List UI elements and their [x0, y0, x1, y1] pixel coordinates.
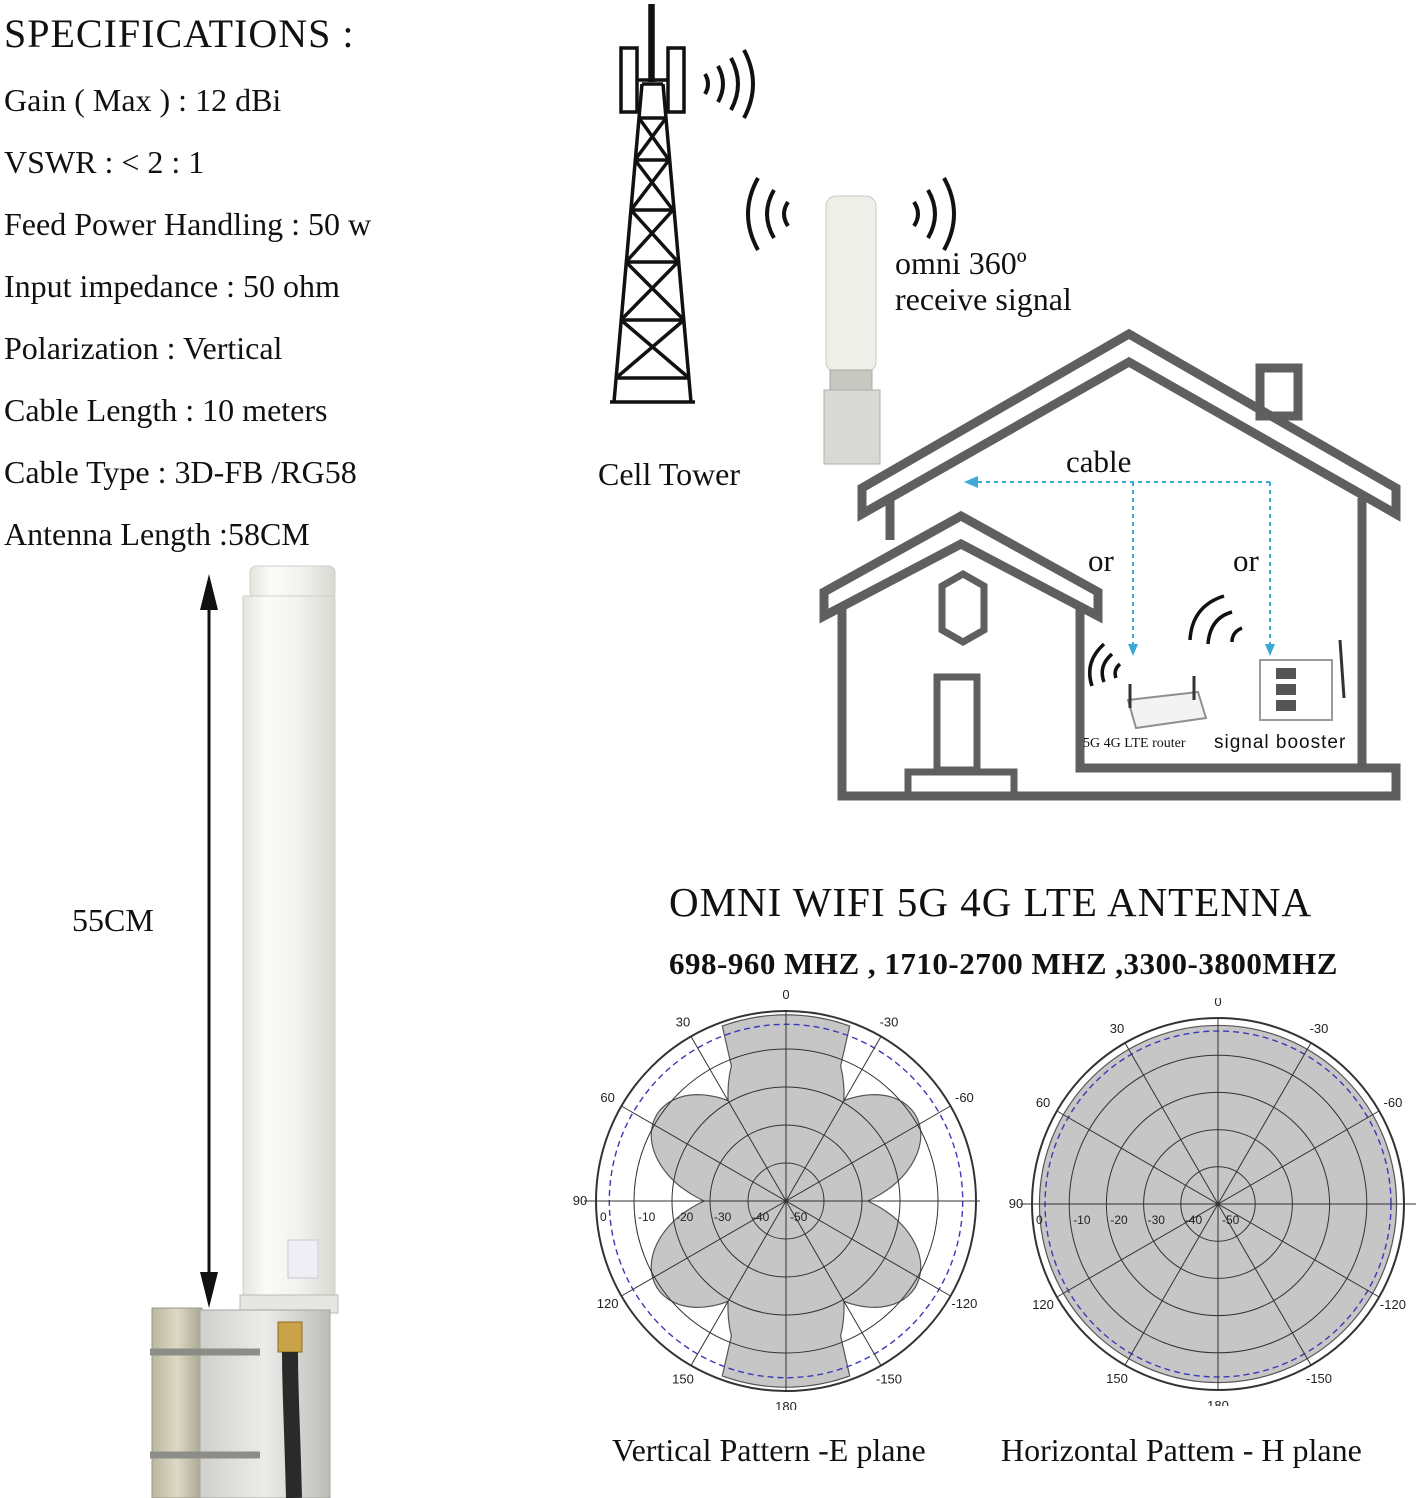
spec-cable-length: Cable Length : 10 meters: [4, 392, 328, 428]
vertical-pattern-caption: Vertical Pattern -E plane: [612, 1432, 926, 1468]
angle-label: -30: [1310, 1021, 1329, 1036]
router-icon: [1126, 676, 1208, 730]
angle-label: 150: [672, 1371, 694, 1386]
angle-label: 90: [1009, 1196, 1023, 1211]
omni-label-line1: omni 360º: [895, 245, 1027, 281]
angle-label: -30: [880, 1015, 899, 1030]
angle-label: 150: [1106, 1371, 1128, 1386]
cable-arrow-head-left: [964, 476, 978, 488]
angle-label: 180: [1207, 1398, 1229, 1406]
antenna-cap: [249, 565, 336, 599]
ring-label: -20: [1110, 1213, 1128, 1227]
tower-signal-icon: [703, 49, 755, 119]
spec-title: SPECIFICATIONS :: [4, 11, 355, 56]
antenna-product-image: [150, 565, 339, 1498]
ring-label: -10: [1073, 1213, 1091, 1227]
mounting-bracket: [199, 1309, 331, 1498]
angle-label: -120: [1380, 1297, 1406, 1312]
booster-icon: [1259, 639, 1346, 721]
angle-label: -150: [876, 1371, 902, 1386]
angle-label: -150: [1306, 1371, 1332, 1386]
angle-label: -120: [951, 1296, 977, 1311]
or-label-router: or: [1088, 543, 1114, 578]
angle-label: 180: [775, 1399, 797, 1410]
router-label: 5G 4G LTE router: [1083, 736, 1186, 751]
angle-label: 120: [1032, 1297, 1054, 1312]
vertical-pattern-chart: 0 30 -30 60 -60 90 120 -120 150 -150 180 0 -10 -20 -30…: [573, 990, 980, 1410]
ring-label: 0: [600, 1210, 607, 1224]
cell-tower: [610, 4, 695, 404]
booster-signal-icon: [1188, 594, 1243, 645]
horizontal-pattern-grid: [1020, 1017, 1416, 1391]
spec-power: Feed Power Handling : 50 w: [4, 206, 372, 242]
coax-cable: [282, 1351, 302, 1498]
angle-label: 60: [600, 1090, 614, 1105]
cable-label: cable: [1066, 444, 1132, 479]
antenna-tube: [242, 595, 336, 1299]
vertical-pattern-labels: 0 30 -30 60 -60 90 120 -120 150 -150 180 0 -10 -20 -30…: [573, 990, 978, 1410]
ring-label: -30: [714, 1210, 732, 1224]
dimension-arrow-bottom: [200, 1272, 218, 1308]
angle-label: 30: [676, 1015, 690, 1030]
spec-impedance: Input impedance : 50 ohm: [4, 268, 340, 304]
horizontal-pattern-caption: Horizontal Pattem - H plane: [1001, 1432, 1362, 1468]
frequency-bands: 698-960 MHZ , 1710-2700 MHZ ,3300-3800MH…: [669, 946, 1338, 981]
spec-antenna-length: Antenna Length :58CM: [4, 516, 310, 552]
ring-label: -40: [1185, 1213, 1203, 1227]
antenna-signal-icon-right: [912, 177, 956, 251]
angle-label: 30: [1110, 1021, 1124, 1036]
spec-gain: Gain ( Max ) : 12 dBi: [4, 82, 282, 118]
ring-label: -50: [1222, 1213, 1240, 1227]
ring-label: -50: [790, 1210, 808, 1224]
house-outline: [819, 328, 1401, 801]
booster-label: signal booster: [1214, 732, 1347, 753]
router-signal-icon: [1088, 642, 1122, 687]
dimension-label: 55CM: [72, 902, 154, 938]
dimension-arrow-top: [200, 574, 218, 610]
cable-arrow-head-router: [1128, 644, 1138, 656]
antenna-signal-icon-left: [746, 177, 790, 251]
ring-label: -30: [1148, 1213, 1166, 1227]
angle-label: -60: [1384, 1095, 1403, 1110]
ring-label: -10: [638, 1210, 656, 1224]
vertical-pattern-grid: [584, 1010, 980, 1392]
cell-tower-label: Cell Tower: [598, 456, 741, 492]
omni-antenna-icon: [823, 195, 881, 465]
antenna-label-sticker: [287, 1239, 319, 1279]
cable-arrow-head-booster: [1265, 644, 1275, 656]
or-label-booster: or: [1233, 543, 1259, 578]
cable-routing-arrows: [972, 481, 1271, 650]
n-connector: [277, 1321, 303, 1353]
ring-label: 0: [1036, 1213, 1043, 1227]
omni-label-line2: receive signal: [895, 281, 1072, 317]
mounting-pole: [151, 1307, 203, 1498]
horizontal-pattern-chart: 0 30 -30 60 -60 90 120 -120 150 -150 180 0 -10 -20 -30…: [1009, 998, 1416, 1406]
angle-label: 0: [782, 990, 789, 1002]
ring-label: -40: [752, 1210, 770, 1224]
ring-label: -20: [676, 1210, 694, 1224]
horizontal-pattern-labels: 0 30 -30 60 -60 90 120 -120 150 -150 180 0 -10 -20 -30…: [1009, 998, 1406, 1406]
angle-label: 0: [1214, 998, 1221, 1009]
installation-diagram: [610, 4, 1401, 801]
omni-label: omni 360º receive signal: [895, 245, 1072, 317]
spec-vswr: VSWR : < 2 : 1: [4, 144, 205, 180]
angle-label: 120: [597, 1296, 619, 1311]
angle-label: 90: [573, 1193, 587, 1208]
angle-label: 60: [1036, 1095, 1050, 1110]
spec-cable-type: Cable Type : 3D-FB /RG58: [4, 454, 357, 490]
spec-polarization: Polarization : Vertical: [4, 330, 283, 366]
product-title: OMNI WIFI 5G 4G LTE ANTENNA: [669, 879, 1313, 925]
angle-label: -60: [955, 1090, 974, 1105]
